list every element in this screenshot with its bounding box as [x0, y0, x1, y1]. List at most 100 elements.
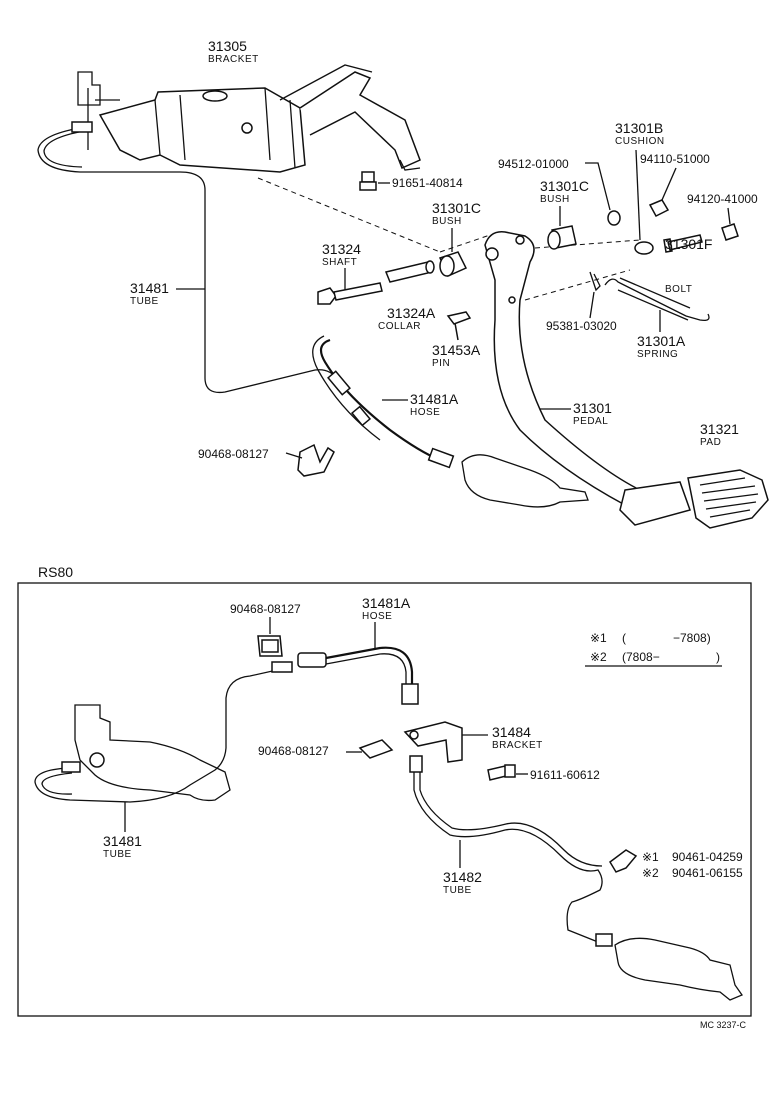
bush-31301c-right-label: 31301C	[540, 178, 589, 194]
bush-31301c-right-drawing	[547, 225, 577, 250]
tube-31481-top-line	[37, 127, 339, 394]
master-cylinder-rs80	[74, 704, 231, 802]
clamp2-mark: ※2	[642, 866, 659, 880]
clamp-90461-drawing	[609, 849, 638, 873]
tube-fitting-top	[71, 121, 93, 133]
nut-94110-label: 94110-51000	[640, 152, 710, 166]
cushion-31301b-drawing	[634, 149, 654, 255]
collar-31324a-name: COLLAR	[378, 321, 421, 332]
rs80-note-block: ※1 ( −7808) ※2 (7808− )	[585, 631, 722, 667]
leader-nut-94512	[585, 162, 611, 211]
collar-end	[425, 260, 435, 274]
note1-mark: ※1	[590, 631, 607, 645]
tube-fitting-rs80-left	[61, 761, 81, 773]
pin-31453a-drawing	[446, 311, 472, 341]
shaft-31324-drawing	[317, 282, 383, 305]
tube-31481-rs80-inner	[41, 772, 73, 795]
spring-coil-edge	[617, 277, 691, 321]
clip-95381-label: 95381-03020	[546, 319, 617, 333]
leader-nut-94120	[727, 207, 731, 225]
bush-31301c-left-name: BUSH	[432, 216, 462, 227]
cushion-31301b-name: CUSHION	[615, 136, 665, 147]
bolt-91611-drawing	[487, 764, 516, 781]
tube-31481-top-label: 31481	[130, 280, 169, 296]
bush-31301c-right-name: BUSH	[540, 194, 570, 205]
hose-31481a-top-name: HOSE	[410, 407, 440, 418]
note2-close: )	[716, 650, 720, 664]
bolt-31301f-name: BOLT	[665, 284, 692, 295]
slave-cylinder-rs80	[614, 937, 743, 1001]
clip-95381-drawing	[589, 271, 601, 292]
spring-31301a-name: SPRING	[637, 349, 678, 360]
pin-31453a-label: 31453A	[432, 342, 481, 358]
pad-31321-drawing	[687, 469, 769, 529]
clip-90468-rs80-a-label: 90468-08127	[230, 602, 301, 616]
tube-31481-rs80-label: 31481	[103, 833, 142, 849]
hose-31481a-top-drawing	[312, 335, 455, 469]
clip-90468-rs80-b-drawing	[358, 739, 394, 759]
tube-31481-rs80-line	[34, 667, 287, 803]
clip-90468-top-drawing	[297, 443, 335, 477]
tube-31482-line	[413, 770, 603, 943]
bracket-31484-hole	[409, 730, 419, 740]
footer-code: MC 3237-C	[700, 1020, 747, 1030]
collar-31324a-drawing	[384, 261, 434, 283]
bolt-91651-drawing	[359, 171, 377, 191]
tube-fitting-rs80-right	[271, 661, 293, 673]
bolt-31301f-drawing	[663, 234, 703, 253]
bracket-31305-label: 31305	[208, 38, 247, 54]
clamp2-pn: 90461-06155	[672, 866, 743, 880]
master-cylinder-top	[77, 71, 120, 150]
pedal-31301-name: PEDAL	[573, 416, 608, 427]
tube-31481-top-line-inner	[43, 130, 85, 168]
align-line-1	[257, 177, 441, 253]
leader-nut-94110	[661, 167, 677, 201]
slave-cylinder-top	[461, 454, 589, 508]
tube-31482-inner	[419, 770, 603, 867]
rs80-title: RS80	[38, 564, 73, 580]
pad-31321-label: 31321	[700, 421, 739, 437]
tube-31482-name: TUBE	[443, 885, 472, 896]
tube-31481-top-name: TUBE	[130, 296, 159, 307]
spring-31301a-drawing	[604, 278, 710, 322]
tube-31482-fitting-bottom	[595, 933, 613, 947]
leader-clip-top	[285, 452, 303, 459]
note2-mark: ※2	[590, 650, 607, 664]
tube-31481-rs80-name: TUBE	[103, 849, 132, 860]
master-cylinder-port	[89, 752, 105, 768]
shaft-31324-name: SHAFT	[322, 257, 357, 268]
hose-31481a-rs80-drawing	[297, 646, 419, 705]
nut-94512-drawing	[607, 210, 621, 226]
collar-31324a-label: 31324A	[387, 305, 436, 321]
note2-range: (7808−	[622, 650, 660, 664]
bracket-31484-name: BRACKET	[492, 740, 543, 751]
clip-90468-rs80-b-label: 90468-08127	[258, 744, 329, 758]
bracket-31484-drawing	[403, 721, 463, 763]
clamp1-pn: 90461-04259	[672, 850, 743, 864]
bush-31301c-left-label: 31301C	[432, 200, 481, 216]
clamp1-mark: ※1	[642, 850, 659, 864]
rs80-frame	[17, 582, 752, 1017]
bush-31301c-left-drawing	[438, 251, 468, 277]
tube-31482-label: 31482	[443, 869, 482, 885]
note1-range: −7808)	[673, 631, 711, 645]
nut-94120-label: 94120-41000	[687, 192, 758, 206]
bracket-31305-drawing	[98, 64, 421, 173]
bolt-91651-label: 91651-40814	[392, 176, 463, 190]
cushion-31301b-label: 31301B	[615, 120, 663, 136]
spring-31301a-label: 31301A	[637, 333, 686, 349]
nut-94120-drawing	[721, 223, 739, 241]
bolt-31301f-label: 31301F	[665, 236, 712, 252]
nut-94512-label: 94512-01000	[498, 157, 569, 171]
note1-paren: (	[622, 631, 626, 645]
tube-31482-fitting-top	[409, 755, 423, 773]
bracket-31484-label: 31484	[492, 724, 531, 740]
align-line-3	[524, 269, 631, 301]
clip-90468-top-label: 90468-08127	[198, 447, 269, 461]
hose-31481a-rs80-name: HOSE	[362, 611, 392, 622]
hose-31481a-rs80-label: 31481A	[362, 595, 411, 611]
pedal-31301-label: 31301	[573, 400, 612, 416]
leader-clip-95381	[589, 291, 595, 319]
pin-31453a-name: PIN	[432, 358, 450, 369]
